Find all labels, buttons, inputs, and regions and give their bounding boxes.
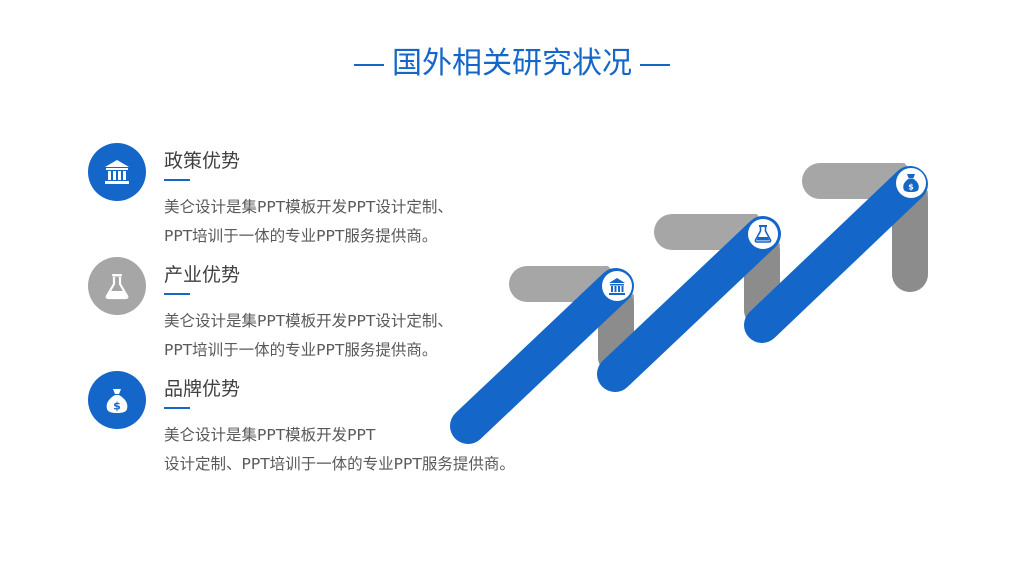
- item-icon-circle: $: [88, 371, 146, 429]
- blue-diagonal-bar-1: [450, 268, 634, 444]
- title-right-dash: [640, 63, 670, 66]
- bank-icon: [105, 160, 129, 184]
- item-icon-circle: [88, 257, 146, 315]
- title-text: 国外相关研究状况: [392, 46, 632, 81]
- blue-diagonal-bar-3: [744, 166, 928, 343]
- svg-text:$: $: [113, 400, 121, 413]
- money-bag-icon: $: [106, 389, 128, 413]
- item-heading: 品牌优势: [164, 378, 241, 400]
- description-line-1: 美仑设计是集PPT模板开发PPT设计定制、: [164, 312, 453, 330]
- title-left-dash: [354, 63, 384, 66]
- flask-icon: [105, 274, 129, 300]
- description-line-2: PPT培训于一体的专业PPT服务提供商。: [164, 341, 438, 359]
- heading-underline: [164, 293, 190, 295]
- description-line-2: PPT培训于一体的专业PPT服务提供商。: [164, 227, 438, 245]
- svg-text:$: $: [908, 183, 914, 192]
- item-description: 美仑设计是集PPT模板开发PPT设计定制、 PPT培训于一体的专业PPT服务提供…: [164, 307, 453, 365]
- item-icon-circle: [88, 143, 146, 201]
- description-line-1: 美仑设计是集PPT模板开发PPT设计定制、: [164, 198, 453, 216]
- blue-diagonal-bar-2: [597, 216, 781, 392]
- badge-bank: [602, 271, 632, 301]
- badge-flask: [748, 219, 778, 249]
- item-description: 美仑设计是集PPT模板开发PPT 设计定制、PPT培训于一体的专业PPT服务提供…: [164, 421, 515, 479]
- heading-underline: [164, 407, 190, 409]
- item-heading: 政策优势: [164, 150, 241, 172]
- item-heading: 产业优势: [164, 264, 241, 286]
- item-description: 美仑设计是集PPT模板开发PPT设计定制、 PPT培训于一体的专业PPT服务提供…: [164, 193, 453, 251]
- heading-underline: [164, 179, 190, 181]
- page-title: 国外相关研究状况: [0, 42, 1024, 86]
- description-line-1: 美仑设计是集PPT模板开发PPT: [164, 426, 376, 444]
- description-line-2: 设计定制、PPT培训于一体的专业PPT服务提供商。: [164, 455, 515, 473]
- badge-money-bag: $: [896, 168, 926, 198]
